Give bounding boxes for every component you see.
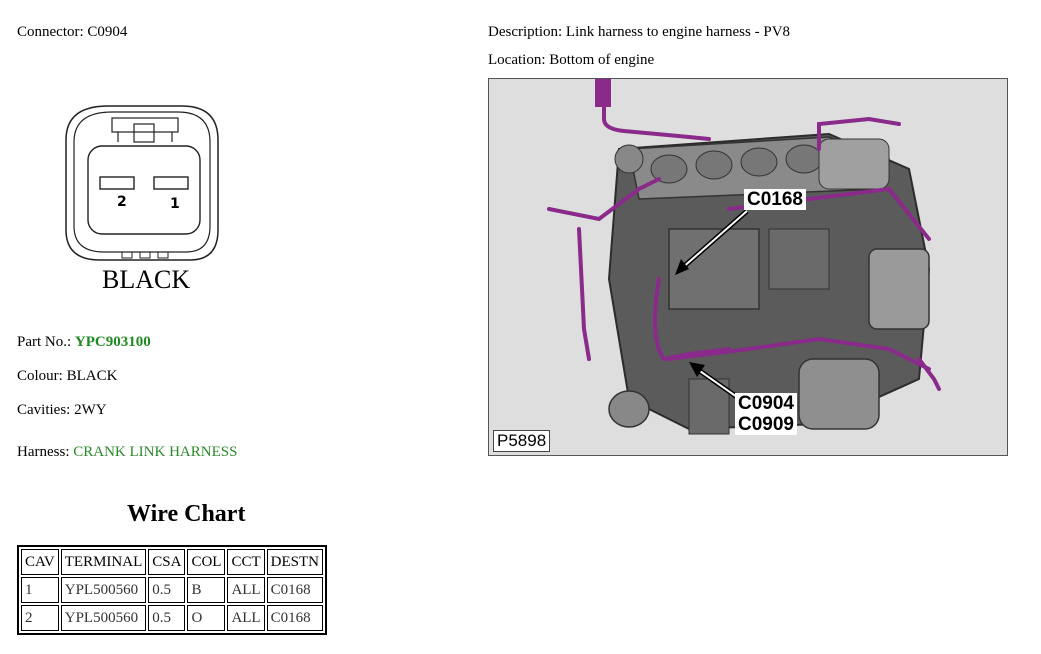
column-header: CCT [227, 549, 265, 575]
table-cell: O [187, 605, 226, 631]
colour-value: BLACK [66, 368, 118, 384]
connector-line: Connector: C0904 [17, 24, 127, 41]
column-header: CAV [21, 549, 59, 575]
location-line: Location: Bottom of engine [488, 52, 654, 69]
table-cell: C0168 [266, 577, 323, 603]
engine-location-figure: C0168 C0904 C0909 P5898 [488, 78, 1008, 456]
cavities-label: Cavities: [17, 402, 71, 418]
table-row: 1 YPL500560 0.5 B ALL C0168 [21, 577, 323, 603]
cavity-2-label: 2 [117, 194, 127, 210]
callout-c0168: C0168 [744, 189, 806, 210]
description-label: Description: [488, 24, 563, 40]
table-cell: 2 [21, 605, 59, 631]
harness-link[interactable]: CRANK LINK HARNESS [73, 444, 238, 460]
callout-c0909: C0909 [735, 414, 797, 435]
table-cell: ALL [227, 605, 265, 631]
table-header-row: CAV TERMINAL CSA COL CCT DESTN [21, 549, 323, 575]
table-row: 2 YPL500560 0.5 O ALL C0168 [21, 605, 323, 631]
connector-color-label: BLACK [102, 265, 191, 294]
table-cell: 1 [21, 577, 59, 603]
cavities-value: 2WY [74, 402, 107, 418]
colour-line: Colour: BLACK [17, 368, 117, 385]
table-cell: 0.5 [148, 577, 186, 603]
part-no-line: Part No.: YPC903100 [17, 334, 151, 351]
harness-label: Harness: [17, 444, 70, 460]
column-header: TERMINAL [60, 549, 147, 575]
callout-c0904: C0904 [735, 393, 797, 414]
column-header: CSA [148, 549, 186, 575]
description-line: Description: Link harness to engine harn… [488, 24, 790, 41]
location-value: Bottom of engine [549, 52, 655, 68]
connector-value: C0904 [87, 24, 128, 40]
colour-label: Colour: [17, 368, 63, 384]
cavities-line: Cavities: 2WY [17, 402, 107, 419]
table-cell: 0.5 [148, 605, 186, 631]
harness-line: Harness: CRANK LINK HARNESS [17, 444, 237, 461]
connector-label: Connector: [17, 24, 84, 40]
engine-illustration [547, 79, 941, 435]
table-cell: B [187, 577, 226, 603]
table-cell: C0168 [266, 605, 323, 631]
location-label: Location: [488, 52, 546, 68]
part-no-link[interactable]: YPC903100 [74, 334, 151, 350]
table-cell: ALL [227, 577, 265, 603]
figure-code-label: P5898 [493, 430, 551, 452]
description-value: Link harness to engine harness - PV8 [565, 24, 791, 40]
table-cell: YPL500560 [60, 605, 147, 631]
table-cell: YPL500560 [60, 577, 147, 603]
cavity-1-label: 1 [170, 196, 180, 212]
connector-face-drawing: 2 1 BLACK [60, 100, 230, 300]
wire-chart-title: Wire Chart [127, 501, 246, 527]
column-header: DESTN [266, 549, 323, 575]
part-no-label: Part No.: [17, 334, 72, 350]
column-header: COL [187, 549, 226, 575]
wire-chart-table: CAV TERMINAL CSA COL CCT DESTN 1 YPL5005… [17, 545, 327, 635]
